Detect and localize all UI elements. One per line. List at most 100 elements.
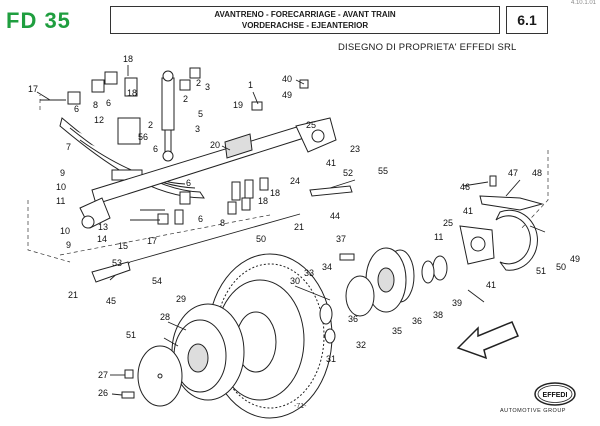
callout-46: 49 [570, 254, 580, 264]
callout-41: 41 [326, 158, 336, 168]
callout-43b: 45 [106, 296, 116, 306]
callout-16b: 17 [147, 236, 157, 246]
callout-3b: 3 [195, 124, 200, 134]
callout-36b: 36 [412, 316, 422, 326]
leader-lines [36, 65, 546, 396]
callout-6: 6 [74, 104, 79, 114]
callout-6c: 6 [186, 178, 191, 188]
callout-33: 33 [304, 268, 314, 278]
callout-8: 8 [93, 100, 98, 110]
section-number: 6.1 [506, 6, 548, 34]
callout-2c: 2 [148, 120, 153, 130]
front-axle-beam [91, 125, 305, 205]
wheel-rim [171, 303, 245, 401]
callout-3: 3 [205, 82, 210, 92]
callout-50: 50 [256, 234, 266, 244]
callout-55: 55 [378, 166, 388, 176]
wheel-hub [345, 225, 495, 317]
callout-41b: 41 [463, 206, 473, 216]
callout-45: 48 [532, 168, 542, 178]
left-spindle [79, 197, 111, 229]
callout-27: 27 [98, 370, 108, 380]
title-line-1: AVANTRENO - FORECARRIAGE - AVANT TRAIN [214, 10, 396, 19]
callout-37: 37 [336, 234, 346, 244]
callout-32: 32 [356, 340, 366, 350]
callout-39: 39 [452, 298, 462, 308]
callout-9b: 9 [66, 240, 71, 250]
steering-tie-rod [91, 213, 301, 283]
callout-10b: 10 [60, 226, 70, 236]
callout-30: 30 [290, 276, 300, 286]
callout-54: 54 [152, 276, 162, 286]
callout-43c: 46 [460, 182, 470, 192]
title-box: AVANTRENO - FORECARRIAGE - AVANT TRAIN V… [110, 6, 500, 34]
callout-52: 52 [343, 168, 353, 178]
callout-6d: 6 [198, 214, 203, 224]
shock-absorber [161, 70, 175, 162]
title-line-2: VORDERACHSE - EJEANTERIOR [241, 21, 369, 30]
callout-51: 51 [126, 330, 136, 340]
callout-11b: 11 [434, 232, 443, 242]
callout-4: 5 [198, 109, 203, 119]
callout-41c: 41 [486, 280, 496, 290]
callout-6b: 6 [106, 98, 111, 108]
direction-arrow [456, 321, 519, 360]
callout-17: 18 [123, 54, 133, 64]
callout-40: 40 [282, 74, 292, 84]
callout-35: 35 [392, 326, 402, 336]
callout-15: 15 [118, 241, 128, 251]
callout-38: 38 [433, 310, 443, 320]
callout-47: 50 [556, 262, 566, 272]
callout-31: 31 [326, 354, 336, 364]
callout-7: 7 [66, 142, 71, 152]
callout-23: 23 [350, 144, 360, 154]
callout-1: 1 [248, 80, 253, 90]
ownership-note: DISEGNO DI PROPRIETA' EFFEDI SRL [338, 42, 517, 53]
hub-cap [137, 345, 183, 407]
callout-5: 6 [153, 144, 158, 154]
callout-12: 12 [94, 115, 104, 125]
callout-21b: 21 [68, 290, 78, 300]
page-number: -71- [294, 403, 307, 410]
callout-24: 24 [290, 176, 300, 186]
callout-22: 25 [306, 120, 316, 130]
callout-25: 25 [443, 218, 453, 228]
callout-9: 9 [60, 168, 65, 178]
callout-19: 19 [233, 100, 243, 110]
steering-arm-right [309, 185, 544, 211]
right-spindle [295, 117, 337, 153]
model-title: FD 35 [6, 8, 71, 33]
callout-56: 56 [138, 132, 148, 142]
callout-26: 26 [98, 388, 108, 398]
callout-16: 17 [28, 84, 38, 94]
callout-43: 44 [330, 211, 340, 221]
brake-backing-plate [495, 209, 538, 271]
callout-34: 34 [322, 262, 332, 272]
callout-11: 11 [56, 196, 65, 206]
callout-20: 20 [210, 140, 220, 150]
callout-29: 29 [176, 294, 186, 304]
callout-17b: 18 [270, 188, 280, 198]
svg-text:EFFEDI: EFFEDI [543, 392, 568, 399]
callout-28: 28 [160, 312, 170, 322]
corner-code: 4.10.1.01 [570, 0, 596, 6]
callout-labels: 17 6 8 6 18 18 7 12 2 3 2 5 2 56 6 3 20 … [28, 54, 580, 398]
effedi-logo: EFFEDI [534, 382, 576, 406]
callout-18: 18 [127, 88, 137, 98]
hub-seal [319, 303, 336, 344]
callout-2: 2 [183, 94, 188, 104]
callout-53: 53 [112, 258, 122, 268]
callout-36: 36 [348, 314, 358, 324]
callout-10: 10 [56, 182, 66, 192]
callout-48: 51 [536, 266, 546, 276]
callout-8b: 8 [220, 218, 225, 228]
callout-14: 14 [97, 234, 107, 244]
callout-49: 49 [282, 90, 292, 100]
logo-subtitle: AUTOMOTIVE GROUP [500, 408, 566, 414]
callout-2b: 2 [196, 78, 201, 88]
callout-21: 21 [294, 222, 304, 232]
callout-13: 13 [98, 222, 108, 232]
callout-18b: 18 [258, 196, 268, 206]
callout-44: 47 [508, 168, 518, 178]
